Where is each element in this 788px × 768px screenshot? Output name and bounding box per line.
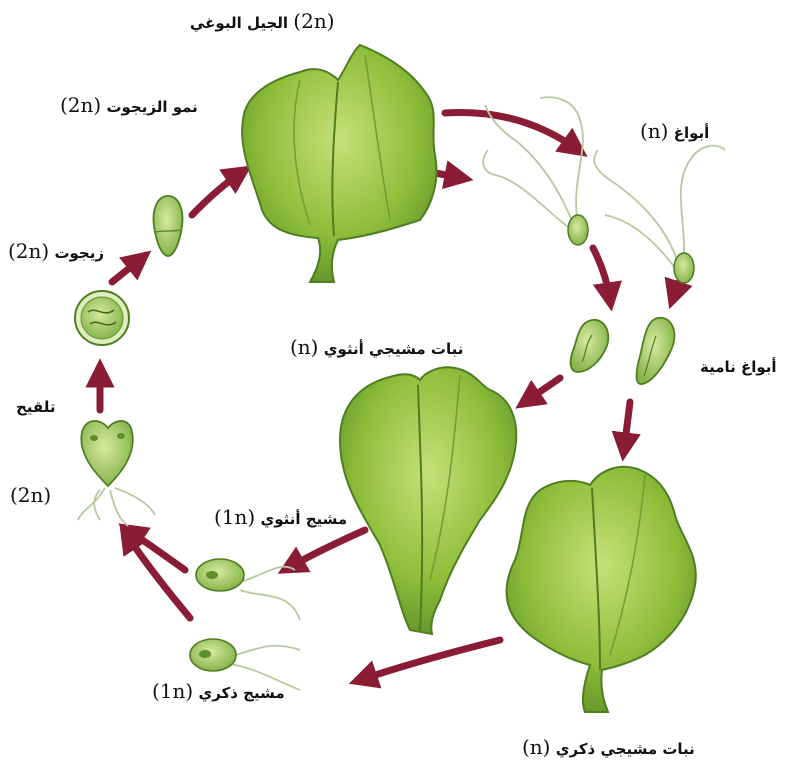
label-female-gamete-ploidy: (1n) — [214, 505, 255, 529]
label-growing-spores-text: أبواغ نامية — [700, 358, 777, 376]
female-gamete-cell — [196, 559, 300, 620]
label-female-gametophyte-plant: (n) نبات مشيجي أنثوي — [290, 338, 463, 358]
label-zygote-growth: (2n) نمو الزيجوت — [60, 96, 198, 116]
label-male-gamete: (1n) مشيج ذكري — [152, 682, 285, 702]
arrow-sporophyte-to-spores — [445, 112, 578, 150]
label-fertilization-ploidy-row: (2n) — [10, 486, 51, 506]
label-spores-text: أبواغ — [674, 124, 710, 142]
label-zygote-growth-ploidy: (2n) — [60, 93, 101, 117]
arrow-to-female-plant — [525, 378, 560, 402]
label-spores-ploidy: (n) — [640, 119, 669, 143]
label-spores: (n) أبواغ — [640, 122, 709, 142]
arrow-to-male-plant — [624, 402, 630, 450]
label-sporophyte-text: الجيل البوغي — [190, 14, 288, 32]
young-zygote-cell — [154, 196, 183, 256]
label-growing-spores: أبواغ نامية — [700, 358, 777, 376]
female-gametophyte-plant — [340, 367, 516, 634]
growing-spores — [571, 318, 675, 384]
label-male-gametophyte-plant-text: نبات مشيجي ذكري — [556, 740, 695, 758]
label-fertilization: تلقيح — [16, 398, 56, 416]
label-zygote: (2n) زيجوت — [8, 242, 104, 262]
male-gametophyte-plant — [507, 467, 696, 712]
label-zygote-ploidy: (2n) — [8, 239, 49, 263]
arrow-young-zygote-to-sporophyte — [192, 172, 242, 215]
zygote-cell — [75, 291, 129, 345]
label-male-gamete-ploidy: (1n) — [152, 679, 193, 703]
arrow-spores-down-left — [593, 248, 610, 300]
sporophyte-thallus — [242, 45, 436, 282]
label-fertilization-ploidy: (2n) — [10, 483, 51, 507]
label-zygote-text: زيجوت — [54, 244, 104, 262]
label-male-gamete-text: مشيج ذكري — [198, 684, 284, 702]
arrow-male-plant-to-male-gamete — [360, 640, 500, 680]
arrow-spores-down-right — [673, 283, 678, 298]
label-male-gametophyte-plant-ploidy: (n) — [522, 735, 551, 759]
label-male-gametophyte-plant: (n) نبات مشيجي ذكري — [522, 738, 695, 758]
arrow-zygote-to-young-zygote — [112, 258, 142, 282]
label-zygote-growth-text: نمو الزيجوت — [106, 98, 197, 116]
label-female-gamete: (1n) مشيج أنثوي — [214, 508, 347, 528]
label-female-gametophyte-plant-text: نبات مشيجي أنثوي — [324, 340, 464, 358]
label-sporophyte-ploidy: (2n) — [293, 9, 334, 33]
label-female-gamete-text: مشيج أنثوي — [260, 510, 347, 528]
label-fertilization-text: تلقيح — [16, 398, 56, 416]
arrow-female-plant-to-female-gamete — [288, 530, 365, 568]
fertilization-cell — [78, 421, 155, 526]
label-sporophyte: الجيل البوغي (2n) — [190, 12, 335, 32]
label-female-gametophyte-plant-ploidy: (n) — [290, 335, 319, 359]
